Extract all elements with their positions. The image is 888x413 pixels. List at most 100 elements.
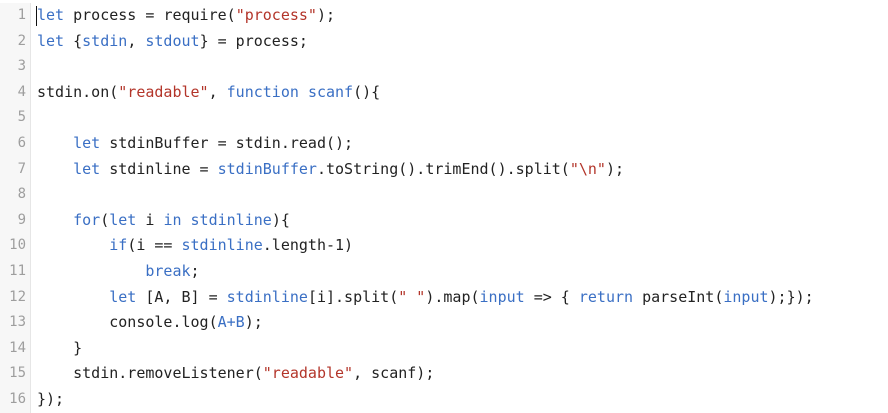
code-token: }); [37, 389, 65, 408]
code-token [37, 211, 73, 229]
line-number: 2 [0, 28, 31, 55]
code-token: "readable" [118, 82, 209, 101]
code-token [37, 134, 73, 152]
code-text[interactable]: break; [31, 259, 199, 285]
code-token [37, 288, 109, 306]
code-token: "\n" [569, 159, 606, 178]
code-line[interactable]: 16}); [0, 386, 888, 413]
code-token: => { [524, 287, 579, 306]
code-token: ); [605, 159, 625, 178]
code-token: stdinline = [100, 159, 218, 178]
line-number: 14 [0, 335, 31, 362]
line-number: 12 [0, 284, 31, 311]
code-text[interactable]: let [A, B] = stdinline[i].split(" ").map… [31, 285, 814, 311]
code-text[interactable]: } [31, 336, 82, 362]
line-number: 15 [0, 361, 31, 387]
line-number: 6 [0, 130, 31, 157]
code-token: input [479, 287, 525, 306]
line-number: 1 [0, 3, 31, 29]
code-text[interactable] [31, 105, 37, 131]
code-token: stdin [82, 31, 128, 50]
code-token: } [37, 338, 83, 357]
code-line[interactable]: 11 break; [0, 258, 888, 285]
code-line[interactable]: 5 [0, 105, 888, 131]
code-token: ( [226, 6, 236, 24]
code-line[interactable]: 3 [0, 54, 888, 80]
code-token: console.log( [37, 313, 218, 332]
code-token: "readable" [262, 364, 354, 383]
code-token: input [723, 287, 769, 306]
code-token: scanf [307, 82, 354, 101]
code-line[interactable]: 14 } [0, 335, 888, 362]
code-token: } = process; [199, 31, 308, 50]
code-token: let [73, 159, 101, 178]
code-token: A+B [217, 313, 245, 332]
line-number: 5 [0, 105, 31, 131]
code-text[interactable]: let {stdin, stdout} = process; [31, 29, 308, 55]
code-token: let [109, 210, 137, 229]
code-line[interactable]: 7 let stdinline = stdinBuffer.toString()… [0, 156, 888, 183]
code-token: "process" [235, 6, 317, 24]
code-token [182, 211, 191, 229]
code-text[interactable]: console.log(A+B); [31, 310, 263, 336]
code-token: break [145, 261, 191, 280]
code-text[interactable]: stdin.removeListener("readable", scanf); [31, 361, 434, 387]
code-token: ); [316, 6, 336, 24]
code-text[interactable]: let stdinline = stdinBuffer.toString().t… [31, 157, 624, 183]
code-token: ){ [271, 210, 290, 229]
line-number: 16 [0, 386, 31, 413]
code-text[interactable]: stdin.on("readable", function scanf(){ [31, 80, 380, 106]
code-token: ); [244, 313, 263, 332]
code-token: stdinline [226, 287, 308, 306]
code-line[interactable]: 8 [0, 182, 888, 208]
code-token: let [109, 287, 137, 306]
code-token: let [73, 133, 101, 152]
code-token: stdinline [181, 236, 263, 255]
code-token: i [136, 210, 164, 229]
code-token: { [64, 31, 83, 50]
line-number: 3 [0, 54, 31, 80]
code-token: require [163, 6, 227, 24]
code-token: parseInt( [633, 287, 724, 306]
code-token [37, 160, 73, 178]
code-token: );}); [768, 287, 814, 306]
code-line[interactable]: 13 console.log(A+B); [0, 310, 888, 336]
code-text[interactable]: let stdinBuffer = stdin.read(); [31, 131, 353, 157]
code-text[interactable]: }); [31, 387, 64, 413]
code-text[interactable]: if(i == stdinline.length-1) [31, 233, 353, 259]
code-token: " " [398, 287, 426, 306]
code-line[interactable]: 10 if(i == stdinline.length-1) [0, 233, 888, 259]
code-text[interactable]: for(let i in stdinline){ [31, 208, 290, 234]
line-number: 9 [0, 207, 31, 234]
code-text[interactable]: let process = require("process"); [31, 3, 335, 29]
code-token: stdin.on( [37, 82, 119, 101]
line-number: 11 [0, 258, 31, 285]
code-token: let [37, 31, 65, 50]
line-number: 4 [0, 79, 31, 106]
code-line[interactable]: 15 stdin.removeListener("readable", scan… [0, 361, 888, 387]
code-line[interactable]: 12 let [A, B] = stdinline[i].split(" ").… [0, 284, 888, 311]
line-number: 7 [0, 156, 31, 183]
code-token: stdin.removeListener( [37, 364, 263, 383]
code-token: .length-1) [262, 236, 354, 255]
code-token [37, 262, 145, 280]
code-token: process = [64, 6, 164, 24]
code-line[interactable]: 6 let stdinBuffer = stdin.read(); [0, 130, 888, 157]
code-token [299, 83, 308, 101]
code-token: stdinline [190, 210, 272, 229]
code-token: ).map( [425, 287, 480, 306]
code-token: for [73, 210, 101, 229]
code-token: if [109, 236, 128, 255]
code-token: [A, B] = [136, 287, 227, 306]
text-cursor [36, 6, 37, 26]
code-text[interactable] [31, 182, 37, 208]
code-line[interactable]: 9 for(let i in stdinline){ [0, 207, 888, 234]
code-text[interactable] [31, 54, 37, 80]
code-token: function [226, 82, 299, 101]
line-number: 8 [0, 182, 31, 208]
code-token: let [37, 6, 65, 24]
